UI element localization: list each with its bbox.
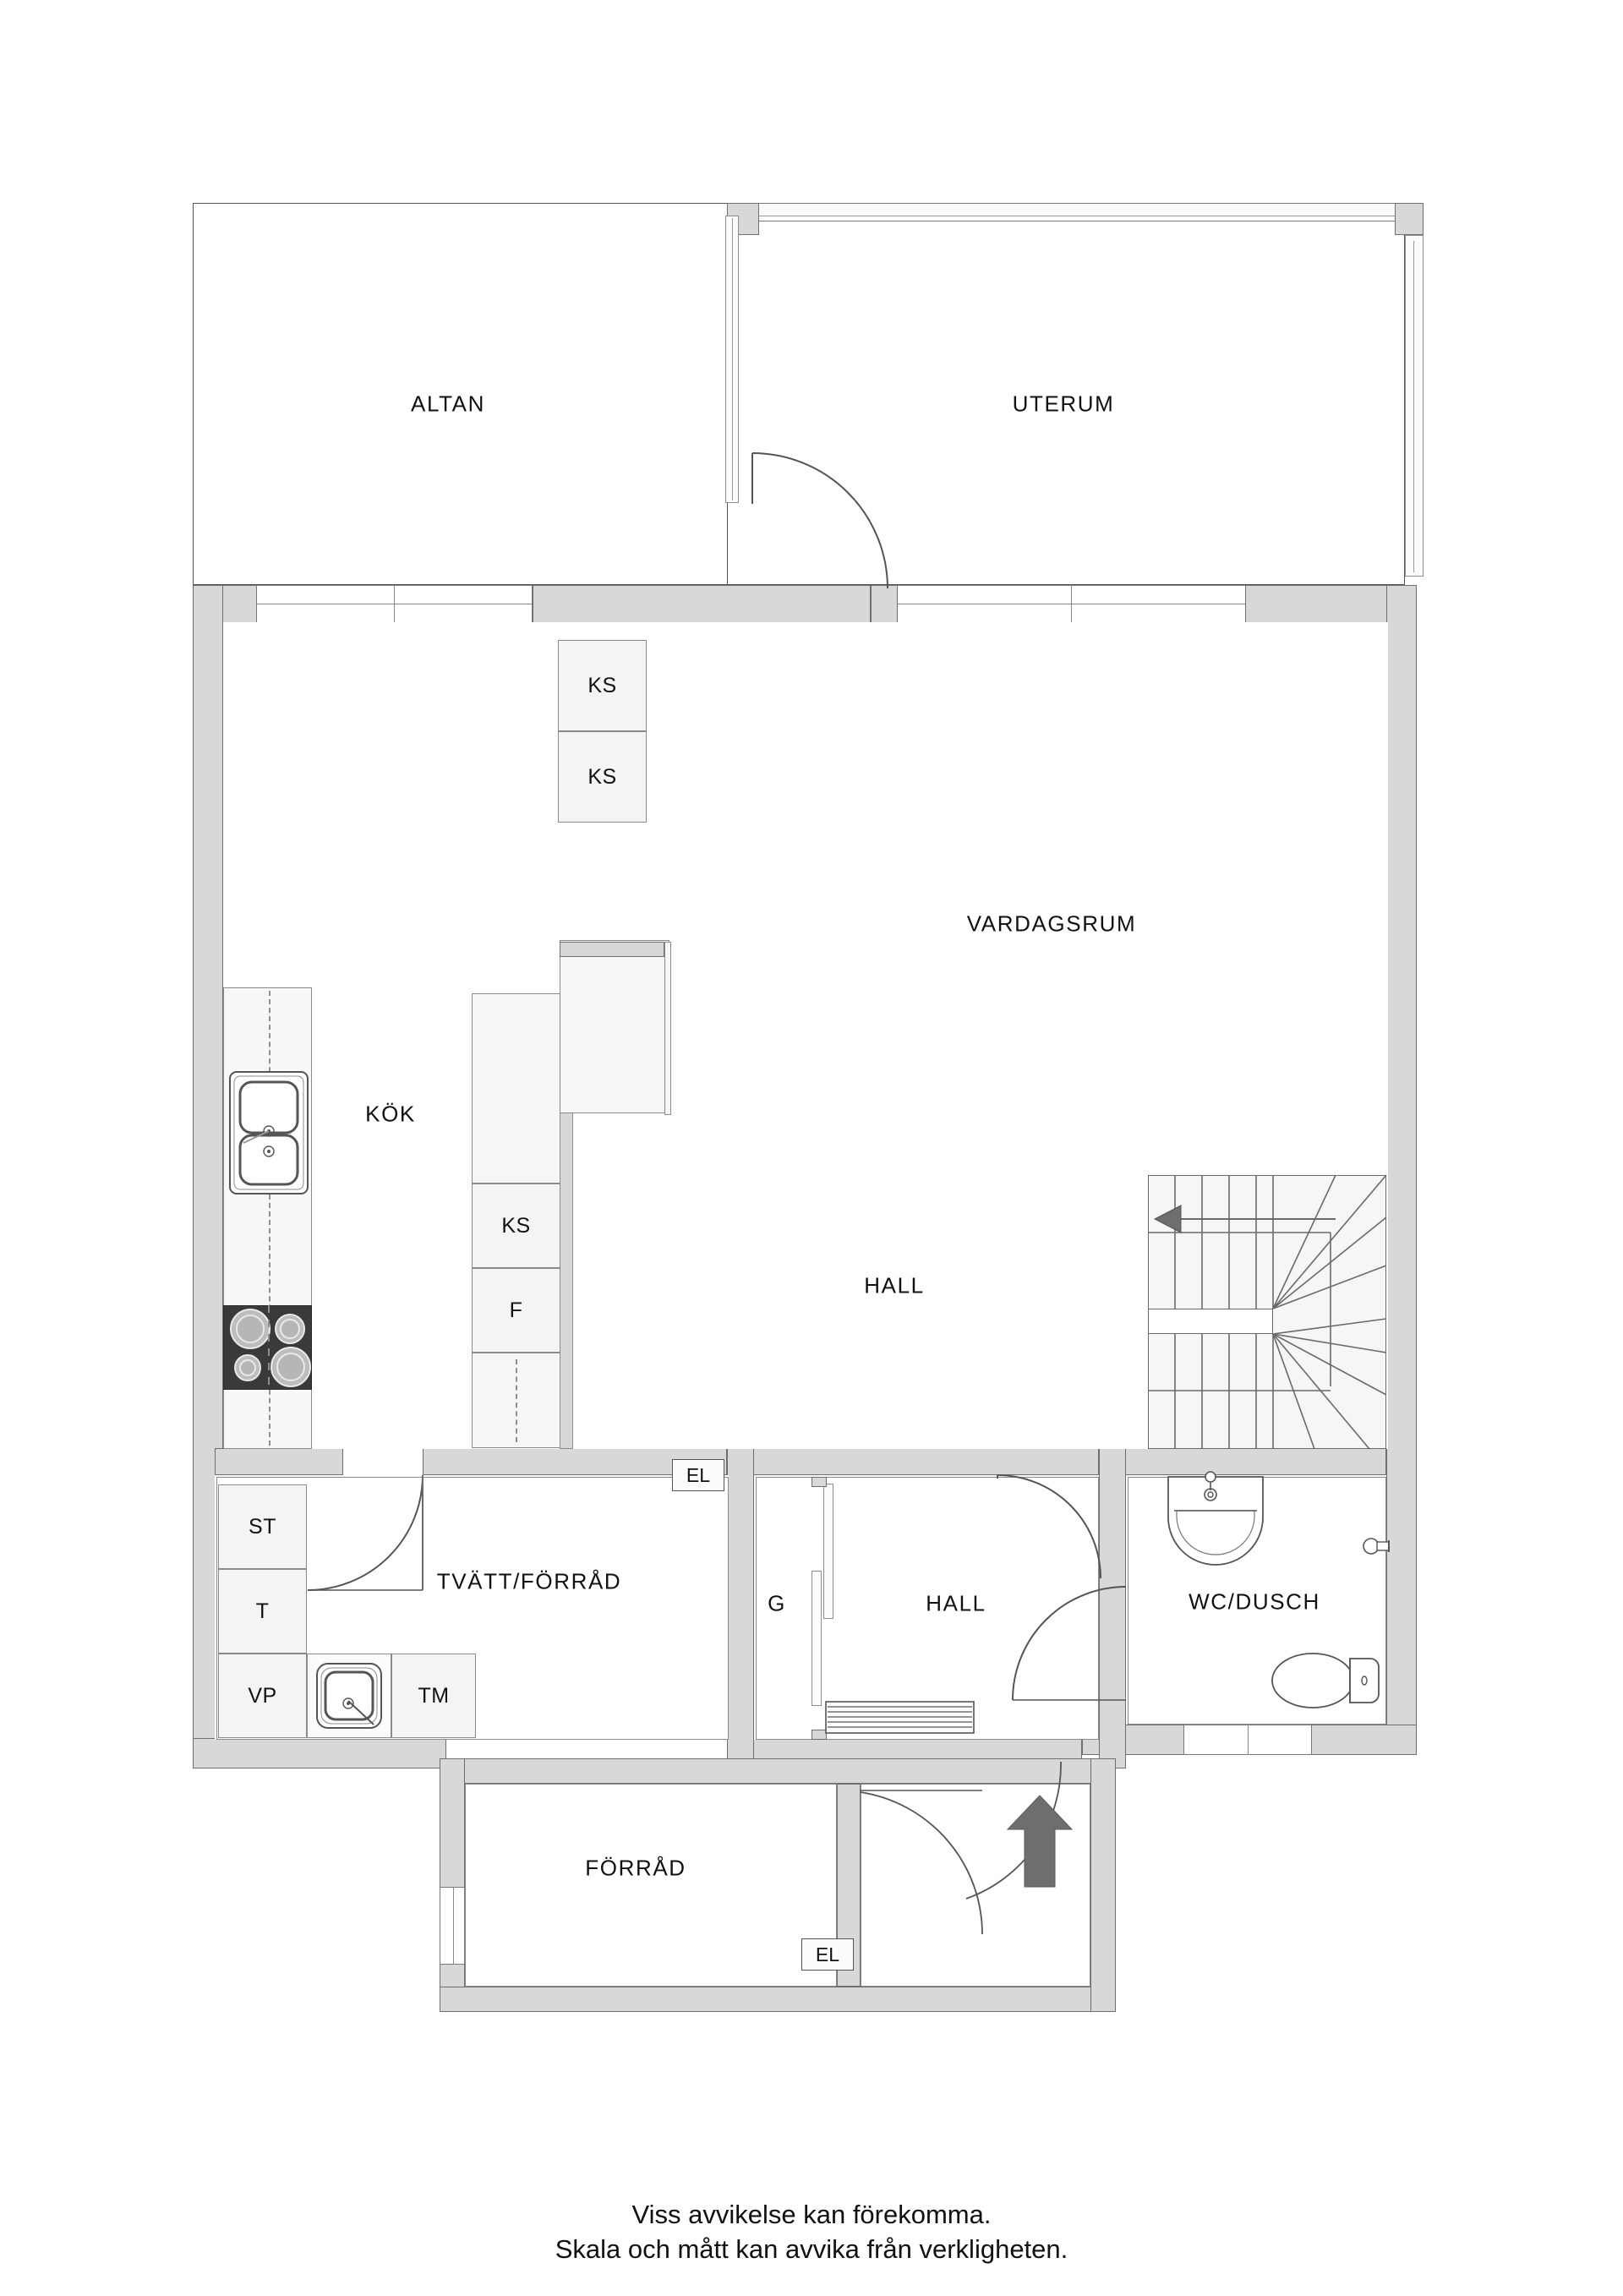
- cabinet-ks-island[interactable]: KS: [472, 1184, 560, 1268]
- cooktop-body: [223, 1305, 312, 1390]
- cabinet-ks-upper-1[interactable]: KS: [558, 640, 647, 731]
- cabinet-label: F: [509, 1298, 523, 1322]
- cabinet-tm-washer[interactable]: TM: [391, 1654, 476, 1738]
- room-label-hall-main: HALL: [864, 1272, 925, 1298]
- forrad-wall-left: [440, 1758, 465, 2012]
- room-label-altan: ALTAN: [411, 391, 485, 417]
- forrad-wall-bottom: [440, 1987, 1116, 2012]
- tvatt-forrad-outline: [216, 1477, 729, 1740]
- exterior-wall-south-left: [193, 1738, 446, 1768]
- room-label-garderob: G: [768, 1590, 786, 1616]
- footer-line-2: Skala och mått kan avvika från verklighe…: [555, 2233, 1068, 2264]
- footer-disclaimer: Viss avvikelse kan förekomma. Skala och …: [0, 2198, 1623, 2267]
- uterum-north-glazing: [727, 203, 1405, 221]
- cabinet-f-fridge[interactable]: F: [472, 1268, 560, 1353]
- interior-wall-hall-top: [727, 1448, 1099, 1475]
- forrad-wall-right: [1090, 1758, 1116, 2012]
- room-label-tvatt-forrad: TVÄTT/FÖRRÅD: [436, 1568, 622, 1594]
- cabinet-label: KS: [587, 764, 617, 789]
- altan-uterum-partition-mullion: [732, 218, 733, 500]
- closet-jamb-bottom: [812, 1730, 827, 1740]
- cabinet-label: KS: [587, 673, 617, 697]
- kitchen-counter-run-centerline: [269, 991, 270, 1446]
- electrical-box-label: EL: [686, 1463, 711, 1486]
- interior-wall-wc-top: [1099, 1448, 1386, 1475]
- cabinet-ks-upper-2[interactable]: KS: [558, 731, 647, 823]
- forrad-outline: [465, 1784, 837, 1987]
- window-south-wc-mullion: [1248, 1725, 1249, 1755]
- cabinet-label: VP: [248, 1683, 277, 1708]
- cabinet-label: TM: [418, 1683, 450, 1708]
- kitchen-counter-overhang-right: [664, 942, 671, 1115]
- exterior-wall-east: [1386, 585, 1417, 1755]
- room-label-kok: KÖK: [365, 1101, 416, 1127]
- uterum-east-glazing-mullion: [1413, 241, 1414, 572]
- closet-jamb-top: [812, 1477, 827, 1487]
- kitchen-counter-overhang: [560, 942, 664, 957]
- electrical-box-tvatt[interactable]: EL: [672, 1459, 724, 1491]
- kitchen-base-cabinet-centerline: [516, 1359, 517, 1442]
- electrical-box-forrad[interactable]: EL: [801, 1938, 854, 1971]
- window-north-livingroom-mullion-v: [1071, 585, 1072, 624]
- exterior-wall-north-right: [871, 585, 898, 624]
- uterum-east-glazing: [1405, 235, 1424, 577]
- cabinet-st-closet[interactable]: ST: [218, 1484, 307, 1569]
- interior-wall-kitchen-laundry: [215, 1448, 343, 1475]
- forrad-wall-top: [440, 1758, 1116, 1784]
- cabinet-label: T: [255, 1599, 270, 1623]
- footer-line-1: Viss avvikelse kan förekomma.: [631, 2200, 992, 2229]
- laundry-sink-surround: [307, 1654, 391, 1738]
- uterum-corner-post-ne: [1395, 203, 1424, 235]
- cabinet-label: KS: [501, 1213, 531, 1238]
- cabinet-vp-heatpump[interactable]: VP: [218, 1654, 307, 1738]
- room-floor-forrad: [465, 1784, 837, 1987]
- kitchen-upper-counter: [560, 940, 669, 1113]
- kitchen-tall-cabinet: [472, 993, 560, 1184]
- room-label-wc-dusch: WC/DUSCH: [1189, 1588, 1320, 1615]
- window-forrad-west: [440, 1887, 465, 1965]
- electrical-box-label: EL: [815, 1943, 840, 1965]
- forrad-vestibule-outline: [861, 1784, 1090, 1987]
- staircase-landing-gap: [1148, 1309, 1273, 1334]
- exterior-wall-north-middle: [533, 585, 871, 624]
- closet-sliding-door-rear: [823, 1484, 833, 1619]
- room-label-forrad: FÖRRÅD: [585, 1855, 686, 1881]
- interior-wall-hall-wc: [1099, 1448, 1126, 1768]
- cabinet-t-dryer[interactable]: T: [218, 1569, 307, 1654]
- cabinet-label: ST: [249, 1514, 276, 1539]
- closet-sliding-door-front: [812, 1571, 822, 1706]
- window-north-kitchen-mullion-v: [394, 585, 395, 624]
- room-label-uterum: UTERUM: [1012, 391, 1115, 417]
- altan-outline: [193, 203, 727, 585]
- interior-wall-laundry-hall: [727, 1448, 754, 1768]
- room-label-hall-lower: HALL: [926, 1590, 986, 1616]
- room-label-vardagsrum: VARDAGSRUM: [966, 910, 1137, 937]
- window-forrad-west-mullion: [453, 1887, 454, 1965]
